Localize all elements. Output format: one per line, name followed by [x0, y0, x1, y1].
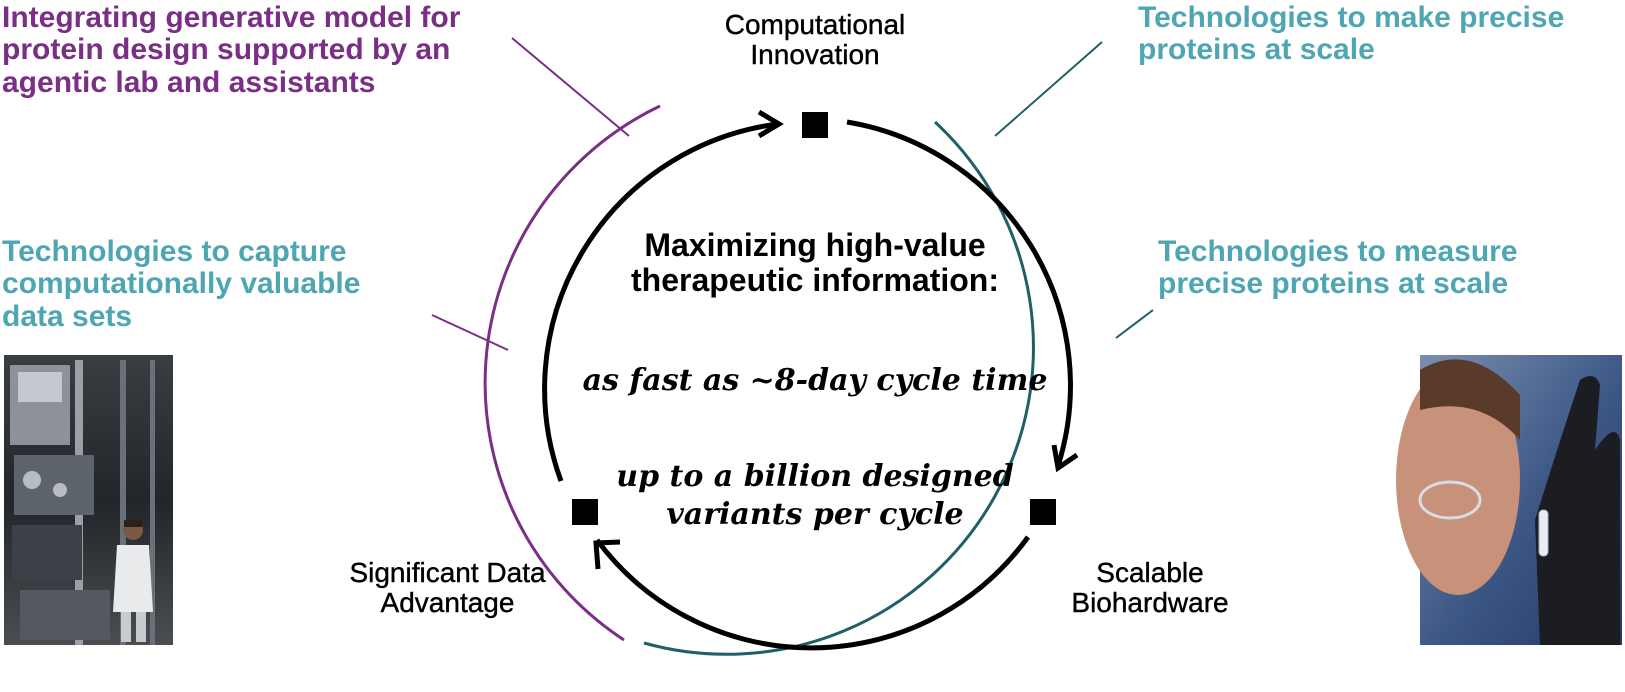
- connector-top-right: [994, 41, 1103, 137]
- connector-top-left: [511, 37, 630, 137]
- outer-arc-left: [483, 104, 661, 642]
- node-square-bottom-left: [572, 499, 598, 525]
- cycle-arrow-left: [542, 121, 779, 482]
- lab-photo-left: [4, 355, 173, 645]
- node-square-top: [802, 112, 828, 138]
- connector-mid-left: [431, 314, 509, 351]
- label-generative-model: Integrating generative model for protein…: [2, 1, 461, 99]
- center-heading: Maximizing high-value therapeutic inform…: [630, 227, 999, 298]
- center-variants: up to a billion designed variants per cy…: [616, 459, 1014, 532]
- node-label-biohardware: Scalable Biohardware: [1071, 557, 1229, 619]
- label-make-proteins: Technologies to make precise proteins at…: [1138, 1, 1565, 67]
- node-square-bottom-right: [1030, 499, 1056, 525]
- node-label-computational-innovation: Computational Innovation: [724, 9, 906, 71]
- label-capture-data: Technologies to capture computationally …: [2, 235, 361, 333]
- cycle-arrow-bottom: [594, 535, 1031, 651]
- cycle-arrowhead-bottom: [593, 539, 621, 570]
- cycle-arrowhead-left: [757, 109, 784, 139]
- node-label-data-advantage: Significant Data Advantage: [349, 557, 546, 619]
- label-measure-proteins: Technologies to measure precise proteins…: [1158, 235, 1518, 301]
- center-cycle-time: as fast as ~8-day cycle time: [582, 363, 1048, 398]
- connector-mid-right: [1115, 309, 1154, 339]
- cycle-arrow-right: [846, 119, 1073, 467]
- outer-arc-right: [643, 120, 1035, 656]
- lab-photo-right: [1396, 355, 1622, 645]
- cycle-arrowhead-right: [1051, 444, 1079, 473]
